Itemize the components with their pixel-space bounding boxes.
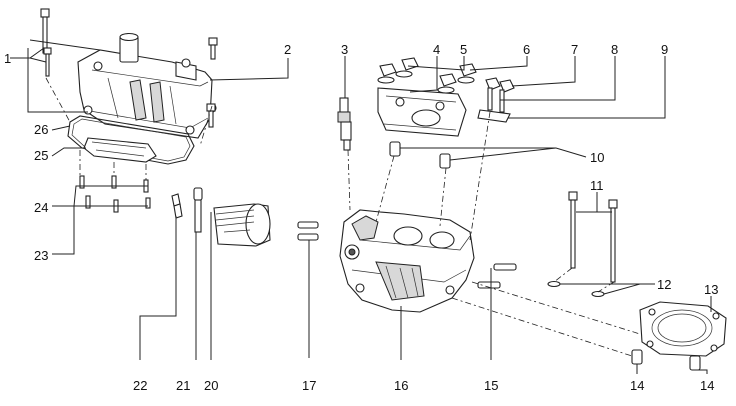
callout-24: 24 — [34, 200, 48, 215]
cylinder-head-cover — [77, 32, 217, 139]
callout-16: 16 — [394, 378, 408, 393]
leader-lines — [10, 39, 712, 374]
callout-15: 15 — [484, 378, 498, 393]
assembly-center-lines — [45, 77, 641, 357]
callout-3: 3 — [341, 42, 348, 57]
callout-14-left: 14 — [630, 378, 644, 393]
callout-25: 25 — [34, 148, 48, 163]
callout-6: 6 — [523, 42, 530, 57]
callout-14-right: 14 — [700, 378, 714, 393]
callout-22: 22 — [133, 378, 147, 393]
piston-pin — [193, 187, 203, 233]
callout-labels: 1 2 3 4 5 6 7 8 9 10 11 12 13 14 14 15 1… — [4, 42, 718, 393]
chain-guide-bolts — [477, 87, 511, 123]
spark-plug — [337, 97, 352, 151]
callout-9: 9 — [661, 42, 668, 57]
dowel-pins-left — [297, 221, 319, 241]
callout-13: 13 — [704, 282, 718, 297]
callout-4: 4 — [433, 42, 440, 57]
small-screws — [79, 175, 151, 213]
cover-bolts — [40, 8, 218, 128]
callout-10: 10 — [590, 150, 604, 165]
dowel-pins-right — [477, 263, 517, 289]
callout-17: 17 — [302, 378, 316, 393]
callout-21: 21 — [176, 378, 190, 393]
head-gasket — [639, 301, 727, 357]
callout-5: 5 — [460, 42, 467, 57]
breather-plate — [83, 137, 157, 163]
gasket-dowels — [631, 349, 701, 371]
callout-11: 11 — [590, 178, 604, 193]
camshaft-holder — [377, 87, 467, 137]
piston — [213, 203, 271, 247]
callout-12: 12 — [657, 277, 671, 292]
long-studs — [547, 191, 618, 298]
callout-2: 2 — [284, 42, 291, 57]
dowel-pins-top — [389, 141, 451, 169]
cylinder-head — [339, 209, 475, 313]
piston-pin-clips — [171, 193, 183, 219]
callout-1: 1 — [4, 51, 11, 66]
callout-8: 8 — [611, 42, 618, 57]
callout-20: 20 — [204, 378, 218, 393]
cover-gasket — [67, 115, 195, 165]
nuts-washers — [377, 57, 515, 94]
callout-23: 23 — [34, 248, 48, 263]
callout-7: 7 — [571, 42, 578, 57]
callout-26: 26 — [34, 122, 48, 137]
